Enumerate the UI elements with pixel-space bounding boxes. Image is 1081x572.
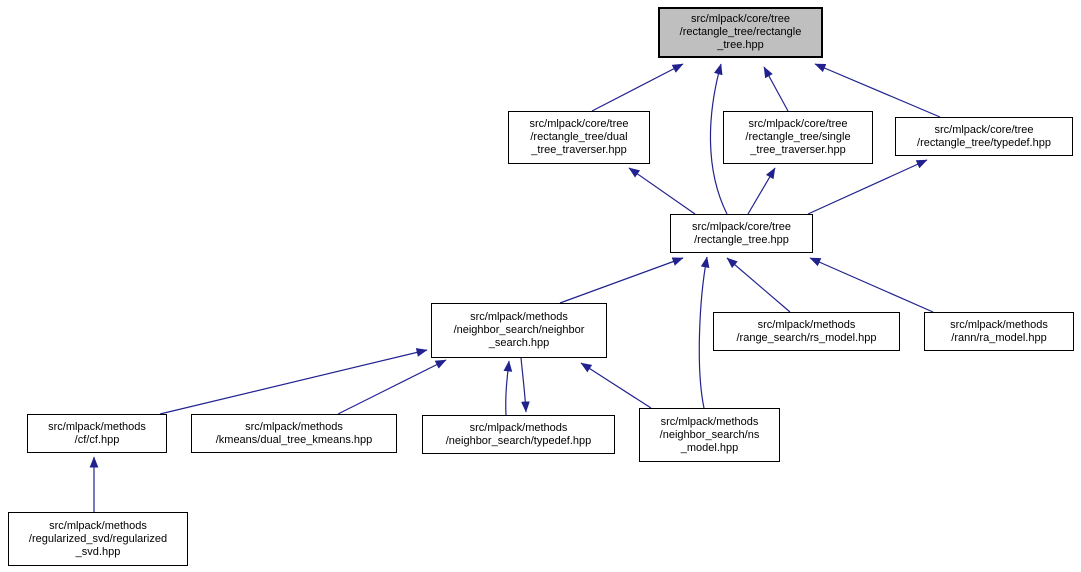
graph-node-neighbor-search-typedef-hpp[interactable]: src/mlpack/methods/neighbor_search/typed…: [422, 415, 615, 454]
node-label-line: src/mlpack/methods: [950, 318, 1048, 331]
node-label-line: src/mlpack/methods: [470, 311, 568, 323]
node-label-line: /rectangle_tree/single: [745, 131, 851, 143]
node-label-line: /cf/cf.hpp: [74, 433, 120, 446]
node-label-line: src/mlpack/core/tree: [690, 13, 791, 25]
edge-cf-hpp--neighbor-search-hpp: [159, 348, 428, 415]
graph-node-rs-model-hpp[interactable]: src/mlpack/methods/range_search/rs_model…: [713, 312, 900, 351]
node-label-line: src/mlpack/core/tree: [748, 118, 848, 130]
node-label-line: /neighbor_search/ns: [659, 428, 760, 441]
edge-rs-model-hpp--rectangle-tree-hpp: [726, 257, 791, 313]
graph-node-single-tree-traverser-hpp[interactable]: src/mlpack/core/tree/rectangle_tree/sing…: [723, 111, 873, 164]
edge-single-tree-traverser-hpp--rectangle-tree-rectangle-tree-hpp: [763, 66, 789, 112]
node-label-line: src/mlpack/core/tree: [691, 220, 792, 233]
graph-node-ra-model-hpp[interactable]: src/mlpack/methods/rann/ra_model.hpp: [924, 312, 1074, 351]
graph-node-ns-model-hpp[interactable]: src/mlpack/methods/neighbor_search/ns_mo…: [639, 408, 780, 462]
edge-rectangle-tree-hpp--single-tree-traverser-hpp: [747, 167, 776, 215]
edge-ns-model-hpp--rectangle-tree-hpp: [698, 256, 710, 409]
graph-node-rectangle-tree-typedef-hpp[interactable]: src/mlpack/core/tree/rectangle_tree/type…: [895, 117, 1073, 156]
node-label-line: _tree_traverser.hpp: [531, 144, 627, 156]
edge-neighbor-search-hpp--neighbor-search-typedef-hpp: [520, 357, 530, 413]
graph-node-regularized-svd-hpp[interactable]: src/mlpack/methods/regularized_svd/regul…: [8, 512, 188, 566]
graph-node-dual-tree-kmeans-hpp[interactable]: src/mlpack/methods/kmeans/dual_tree_kmea…: [191, 414, 397, 453]
edge-ra-model-hpp--rectangle-tree-hpp: [809, 257, 934, 313]
node-label-line: /regularized_svd/regularized: [28, 532, 168, 545]
node-label-line: src/mlpack/methods: [757, 318, 856, 331]
node-label-line: src/mlpack/core/tree: [529, 118, 629, 130]
graph-node-rectangle-tree-rectangle-tree-hpp[interactable]: src/mlpack/core/tree/rectangle_tree/rect…: [658, 7, 823, 58]
node-label-line: /range_search/rs_model.hpp: [736, 331, 877, 344]
edge-dual-tree-kmeans-hpp--neighbor-search-hpp: [337, 359, 447, 415]
node-label-line: /rectangle_tree/rectangle: [679, 26, 802, 38]
node-label-line: src/mlpack/methods: [245, 420, 343, 433]
node-label-line: _search.hpp: [488, 337, 550, 349]
node-label-line: src/mlpack/methods: [49, 519, 147, 532]
edge-neighbor-search-typedef-hpp--neighbor-search-hpp: [503, 360, 513, 416]
node-label-line: src/mlpack/methods: [469, 421, 568, 434]
edge-neighbor-search-hpp--rectangle-tree-hpp: [559, 257, 684, 304]
node-label-line: src/mlpack/core/tree: [934, 123, 1034, 136]
node-label-line: _model.hpp: [680, 441, 739, 454]
node-label-line: _tree_traverser.hpp: [750, 144, 846, 156]
graph-node-cf-hpp[interactable]: src/mlpack/methods/cf/cf.hpp: [27, 414, 167, 453]
node-label-line: /rann/ra_model.hpp: [951, 331, 1047, 344]
graph-node-rectangle-tree-hpp[interactable]: src/mlpack/core/tree/rectangle_tree.hpp: [670, 214, 813, 253]
node-label-line: /kmeans/dual_tree_kmeans.hpp: [215, 433, 373, 446]
node-label-line: /rectangle_tree.hpp: [694, 233, 789, 246]
node-label-line: src/mlpack/methods: [660, 415, 759, 428]
node-label-line: _tree.hpp: [717, 39, 764, 51]
graph-node-neighbor-search-hpp[interactable]: src/mlpack/methods/neighbor_search/neigh…: [431, 303, 607, 358]
node-label-line: /neighbor_search/typedef.hpp: [445, 434, 592, 447]
edge-ns-model-hpp--neighbor-search-hpp: [580, 362, 652, 409]
node-label-line: /neighbor_search/neighbor: [453, 324, 585, 336]
node-label-line: _svd.hpp: [75, 545, 121, 558]
node-label-line: /rectangle_tree/typedef.hpp: [917, 136, 1051, 149]
edge-dual-tree-traverser-hpp--rectangle-tree-rectangle-tree-hpp: [591, 63, 684, 112]
node-label-line: src/mlpack/methods: [48, 420, 146, 433]
edge-rectangle-tree-hpp--rectangle-tree-typedef-hpp: [807, 159, 928, 215]
edge-rectangle-tree-typedef-hpp--rectangle-tree-rectangle-tree-hpp: [814, 63, 941, 118]
graph-node-dual-tree-traverser-hpp[interactable]: src/mlpack/core/tree/rectangle_tree/dual…: [508, 111, 650, 164]
node-label-line: /rectangle_tree/dual: [530, 131, 628, 143]
edge-rectangle-tree-hpp--dual-tree-traverser-hpp: [628, 167, 696, 215]
